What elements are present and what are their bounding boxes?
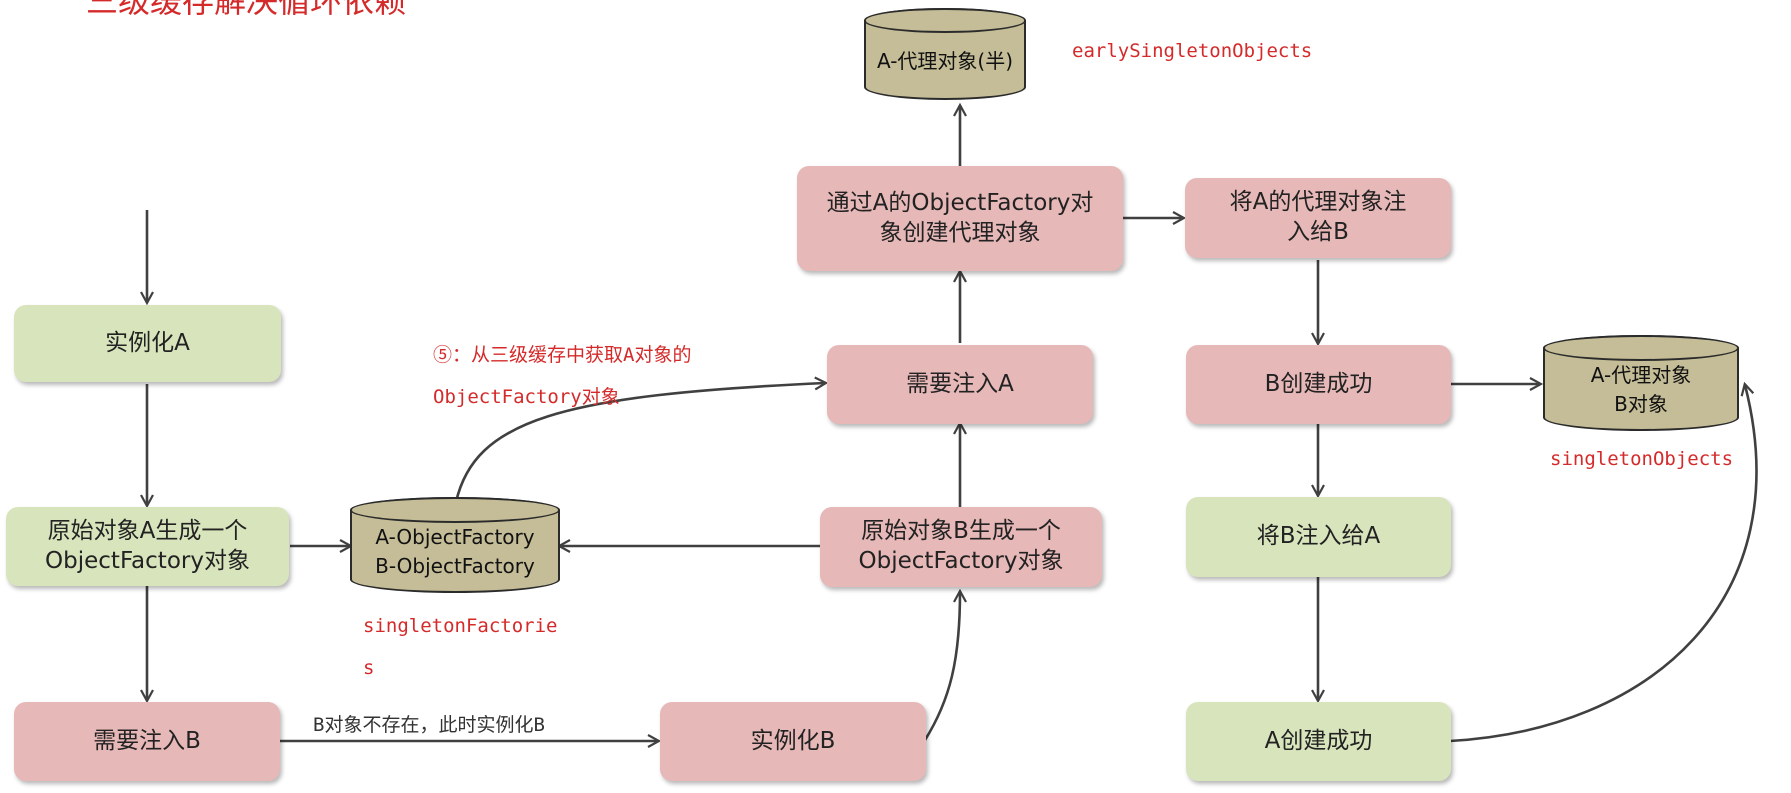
label-singleton-objects: singletonObjects bbox=[1550, 448, 1734, 470]
node-inject-a: 需要注入A bbox=[827, 345, 1093, 424]
cache-singleton-factories: A-ObjectFactory B-ObjectFactory bbox=[350, 497, 560, 593]
cache-singletons-content: A-代理对象 B对象 bbox=[1590, 363, 1692, 416]
diagram-title: 三级缓存解决循环依赖 bbox=[86, 0, 407, 20]
annotation-step5-line1: ⑤：从三级缓存中获取A对象的 bbox=[433, 344, 692, 366]
annotation-step5-line2: ObjectFactory对象 bbox=[433, 386, 620, 408]
node-instantiate-b: 实例化B bbox=[660, 702, 926, 781]
node-instantiate-a: 实例化A bbox=[14, 305, 281, 382]
cache-early-singleton-objects: A-代理对象(半) bbox=[864, 8, 1026, 100]
node-inject-proxy: 将A的代理对象注 入给B bbox=[1185, 178, 1451, 258]
label-singleton-factories-line2: s bbox=[363, 657, 375, 679]
label-singleton-factories-line1: singletonFactorie bbox=[363, 615, 558, 637]
cache-singleton-objects: A-代理对象 B对象 bbox=[1543, 335, 1739, 431]
node-inject-b: 需要注入B bbox=[14, 702, 280, 781]
node-inject-b-into-a: 将B注入给A bbox=[1186, 497, 1451, 577]
node-factory-b: 原始对象B生成一个 ObjectFactory对象 bbox=[820, 507, 1102, 587]
node-create-proxy: 通过A的ObjectFactory对 象创建代理对象 bbox=[797, 166, 1123, 271]
node-b-created: B创建成功 bbox=[1186, 345, 1451, 424]
arrow-a-created-to-singletons-cache bbox=[1449, 385, 1758, 743]
annotation-b-not-exist: B对象不存在，此时实例化B bbox=[313, 714, 545, 736]
node-factory-a: 原始对象A生成一个 ObjectFactory对象 bbox=[6, 507, 289, 586]
node-a-created: A创建成功 bbox=[1186, 702, 1451, 781]
cache-early-content: A-代理对象(半) bbox=[876, 48, 1014, 73]
label-early-singleton-objects: earlySingletonObjects bbox=[1072, 40, 1313, 62]
arrow-instantiate-b-to-factory-b bbox=[923, 592, 960, 741]
arrow-factories-cache-to-inject-a bbox=[454, 383, 825, 503]
cache-factories-content: A-ObjectFactory B-ObjectFactory bbox=[375, 525, 535, 578]
